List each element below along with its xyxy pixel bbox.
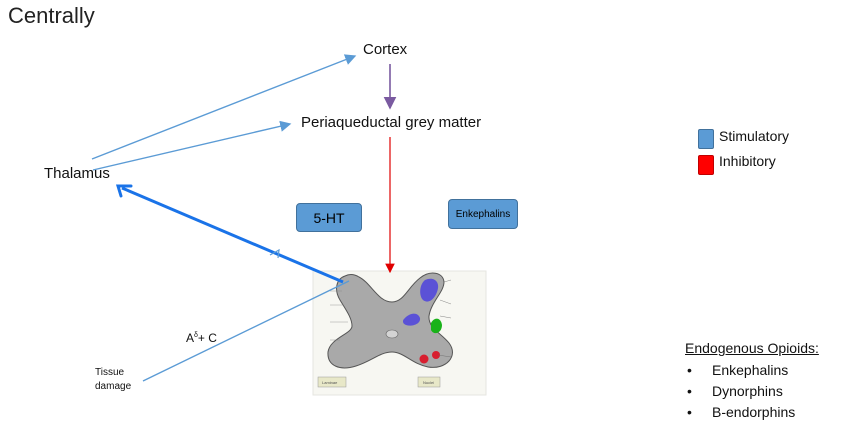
opioids-list-container: Enkephalins Dynorphins B-endorphins (684, 360, 795, 423)
thalamus-to-cortex-arrow (91, 54, 357, 160)
opioid-item: B-endorphins (684, 402, 795, 423)
slide-title: Centrally (8, 3, 95, 28)
ascending-arrowhead-icon (115, 184, 133, 198)
thalamus-to-pag-arrow (92, 120, 292, 171)
opioids-heading-text: Endogenous Opioids: (685, 340, 819, 356)
enkephalins-box: Enkephalins (448, 199, 518, 229)
thalamus-label: Thalamus (44, 165, 110, 182)
serotonin-box: 5-HT (296, 203, 362, 232)
fiber-type-label: Aδ+ C (186, 331, 217, 345)
tissue-damage-line2: damage (95, 381, 132, 392)
laminae-label: Laminae (322, 380, 338, 385)
periaqueductal-grey-label: Periaqueductal grey matter (301, 114, 482, 131)
opioid-item: Dynorphins (684, 381, 795, 402)
cortex-label: Cortex (363, 41, 408, 58)
stimulatory-legend-label: Stimulatory (719, 128, 790, 144)
fiber-a: A (186, 331, 195, 345)
tissue-damage-label: Tissue damage (95, 366, 131, 394)
opioids-heading: Endogenous Opioids: (685, 340, 819, 356)
stimulatory-swatch (698, 129, 714, 149)
spinal-cord-image: Laminae Nuclei (312, 270, 487, 396)
nuclei-label: Nuclei (423, 380, 434, 385)
mid-arrowhead-icon (269, 248, 280, 259)
afferent-fiber-line (142, 280, 350, 382)
ascending-tract-arrow (121, 186, 344, 284)
fiber-c: + C (197, 331, 217, 345)
fiber-delta: δ (194, 332, 198, 339)
opioids-list: Enkephalins Dynorphins B-endorphins (684, 360, 795, 423)
inhibitory-legend-label: Inhibitory (719, 153, 776, 169)
inhibitory-swatch (698, 155, 714, 175)
opioid-item: Enkephalins (684, 360, 795, 381)
tissue-damage-line1: Tissue (95, 367, 125, 378)
